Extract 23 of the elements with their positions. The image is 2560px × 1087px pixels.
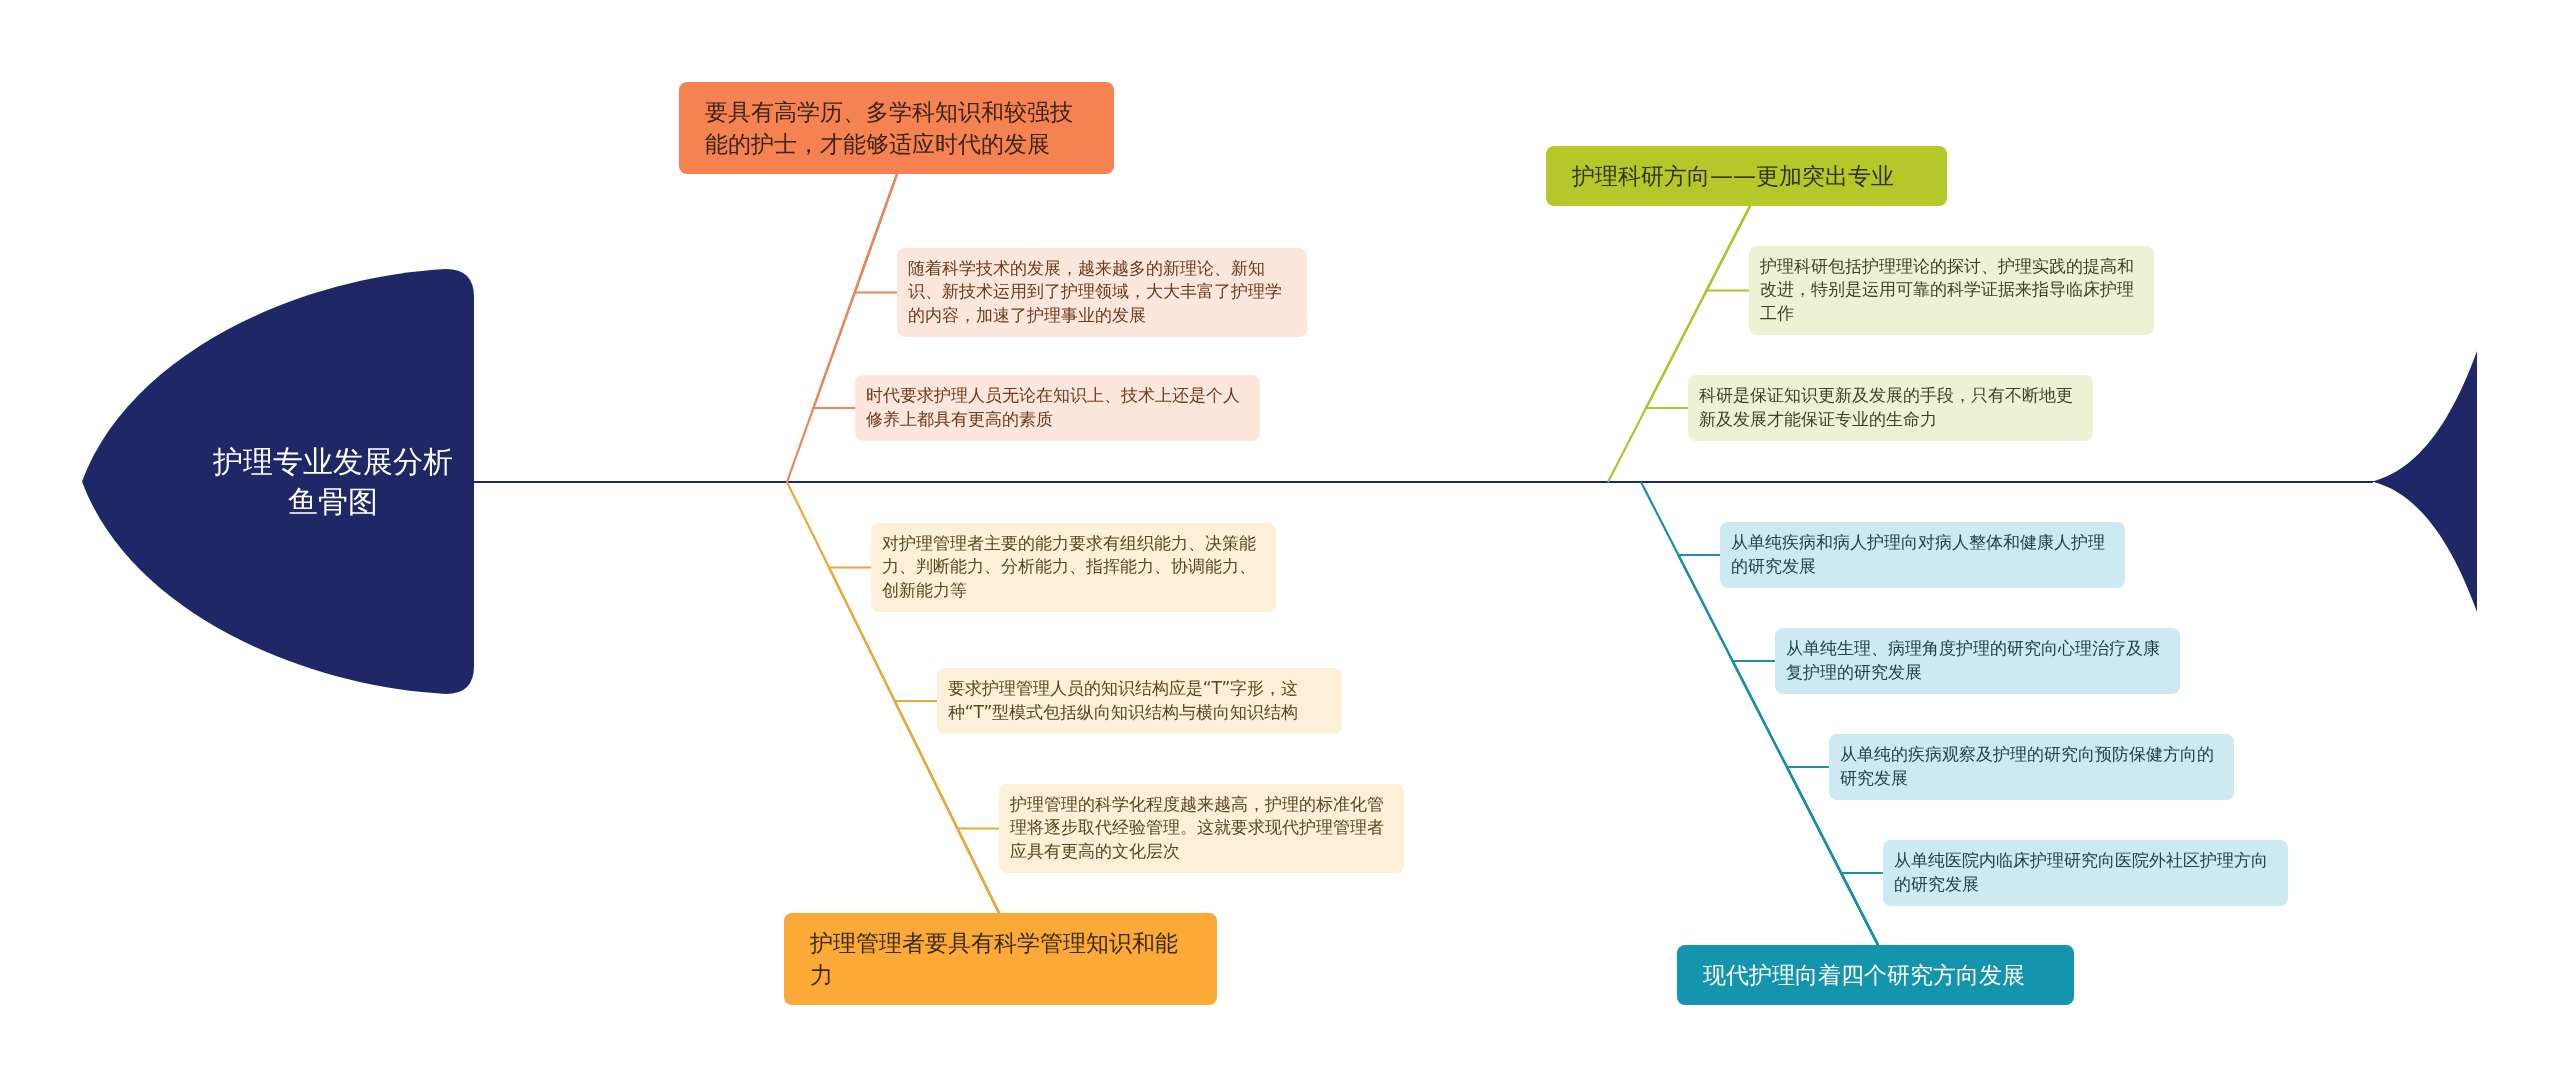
topic-card: 随着科学技术的发展，越来越多的新理论、新知识、新技术运用到了护理领域，大大丰富了护理学的内容，加速了护理事业的发展 <box>896 247 1307 337</box>
branch-line <box>811 173 899 410</box>
topic-card: 从单纯疾病和病人护理向对病人整体和健康人护理的研究发展 <box>1720 522 2126 588</box>
branch-line <box>1839 871 1883 946</box>
spine-line <box>473 481 2374 483</box>
topic-card: 护理科研包括护理理论的探讨、护理实践的提高和改进，特别是运用可靠的科学证据来指导临床护理工作 <box>1748 245 2154 335</box>
topic-card: 从单纯医院内临床护理研究向医院外社区护理方向的研究发展 <box>1883 840 2289 906</box>
title-text: 护理专业发展分析鱼骨图 <box>212 442 454 521</box>
fish-tail-shape <box>2372 351 2477 612</box>
topic-card: 从单纯的疾病观察及护理的研究向预防保健方向的研究发展 <box>1828 734 2234 800</box>
branch-line <box>1644 205 1751 410</box>
topic-card: 要求护理管理人员的知识结构应是“T”字形，这种“T”型模式包括纵向知识结构与横向知识结构 <box>936 668 1342 734</box>
category-card: 护理管理者要具有科学管理知识和能力 <box>784 913 1217 1006</box>
category-card: 现代护理向着四个研究方向发展 <box>1677 945 2074 1006</box>
category-card: 护理科研方向——更加突出专业 <box>1546 146 1947 207</box>
fish-head-shape <box>82 269 474 694</box>
topic-card: 从单纯生理、病理角度护理的研究向心理治疗及康复护理的研究发展 <box>1774 628 2180 694</box>
branch-line <box>955 827 1000 914</box>
category-card: 要具有高学历、多学科知识和较强技能的护士，才能够适应时代的发展 <box>679 82 1114 175</box>
topic-card: 时代要求护理人员无论在知识上、技术上还是个人修养上都具有更高的素质 <box>855 375 1261 441</box>
topic-card: 护理管理的科学化程度越来越高，护理的标准化管理将逐步取代经验管理。这就要求现代护理管理者应具有更高的文化层次 <box>999 783 1405 873</box>
topic-card: 对护理管理者主要的能力要求有组织能力、决策能力、判断能力、分析能力、指挥能力、协调能力、创新能力等 <box>870 522 1276 612</box>
topic-card: 科研是保证知识更新及发展的手段，只有不断地更新及发展才能保证专业的生命力 <box>1688 375 2094 441</box>
